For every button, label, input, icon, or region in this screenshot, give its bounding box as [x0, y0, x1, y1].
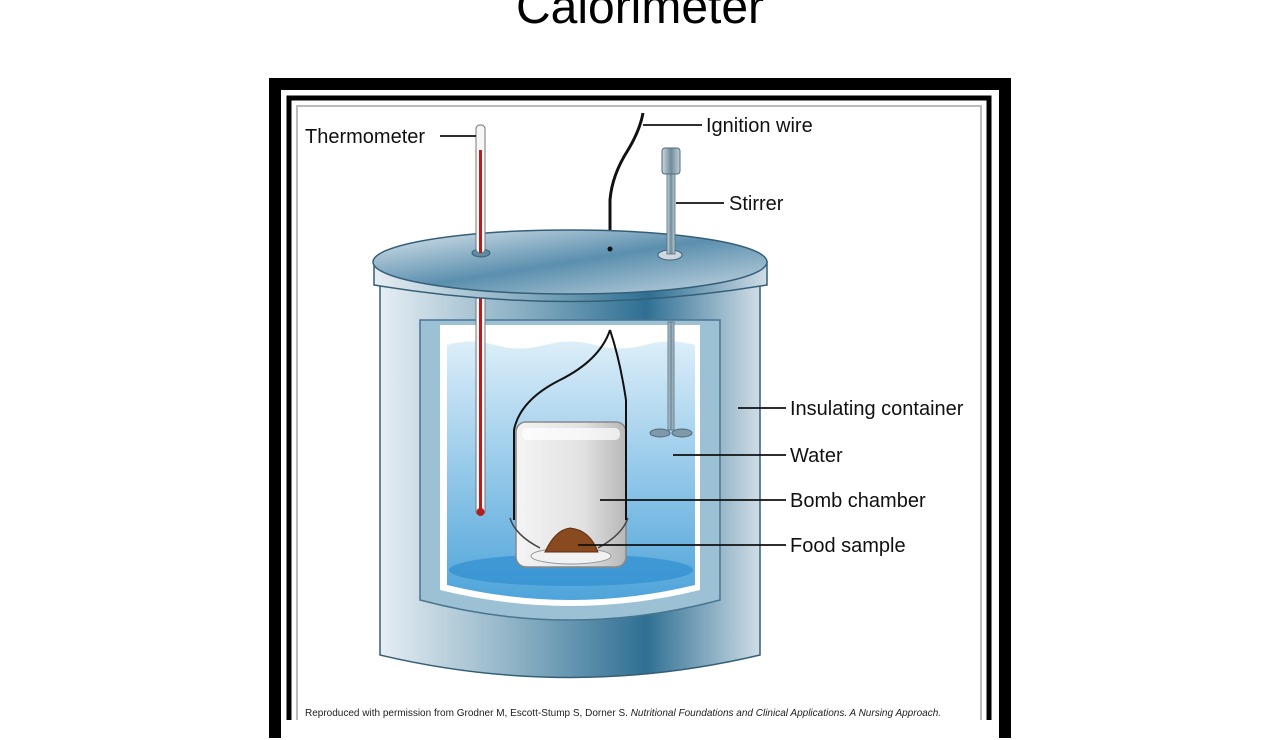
food-sample: [530, 527, 612, 565]
calorimeter-lid: [372, 229, 768, 303]
calorimeter-diagram: Thermometer Ignition wire Stirrer Insula…: [286, 95, 992, 720]
leader-lines: [440, 124, 786, 546]
label-thermometer: Thermometer: [305, 126, 425, 148]
thermometer-upper: [475, 124, 486, 254]
label-bomb-chamber: Bomb chamber: [790, 490, 926, 512]
credit-line: Reproduced with permission from Grodner …: [305, 708, 941, 719]
label-food-sample: Food sample: [790, 535, 906, 557]
credit-prefix: Reproduced with permission from Grodner …: [305, 708, 628, 719]
slide-title: Calorimeter: [515, 0, 765, 34]
ignition-wire-icon: [513, 112, 645, 520]
label-ignition-wire: Ignition wire: [706, 115, 813, 137]
label-insulating-container: Insulating container: [790, 398, 964, 420]
label-stirrer: Stirrer: [729, 193, 784, 215]
label-water: Water: [790, 445, 843, 467]
stirrer-icon: [649, 147, 693, 438]
bomb-chamber: [509, 421, 629, 568]
credit-italic: Nutritional Foundations and Clinical App…: [631, 708, 941, 719]
